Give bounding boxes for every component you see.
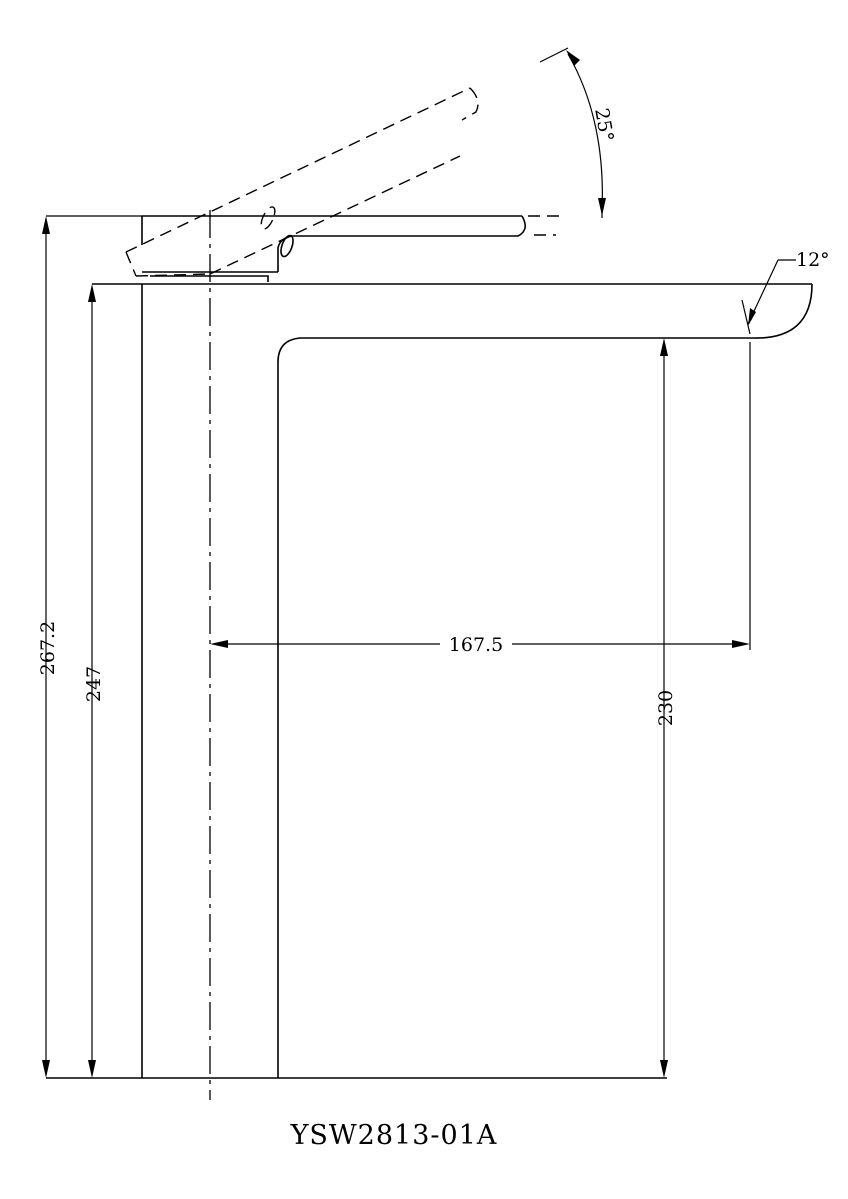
- dim-spout-angle: [741, 259, 796, 335]
- dim-handle-angle-label: 25°: [590, 106, 618, 143]
- dim-body-height-label: 247: [83, 666, 105, 702]
- dim-spout-reach-label: 167.5: [449, 634, 503, 656]
- dim-handle-angle: [539, 47, 606, 218]
- model-code: YSW2813-01A: [290, 1120, 498, 1151]
- faucet-body: [92, 283, 813, 1078]
- dim-spout-height: [660, 338, 668, 1078]
- handle-open-dashed: [125, 87, 562, 277]
- handle-closed: [141, 215, 526, 282]
- dim-spout-angle-label: 12°: [796, 249, 830, 271]
- dim-total-height-label: 267.2: [37, 621, 59, 675]
- dim-spout-reach: [210, 342, 751, 650]
- dim-body-height: [88, 284, 96, 1078]
- dim-spout-height-label: 230: [655, 690, 677, 726]
- dim-total-height: [42, 215, 142, 1078]
